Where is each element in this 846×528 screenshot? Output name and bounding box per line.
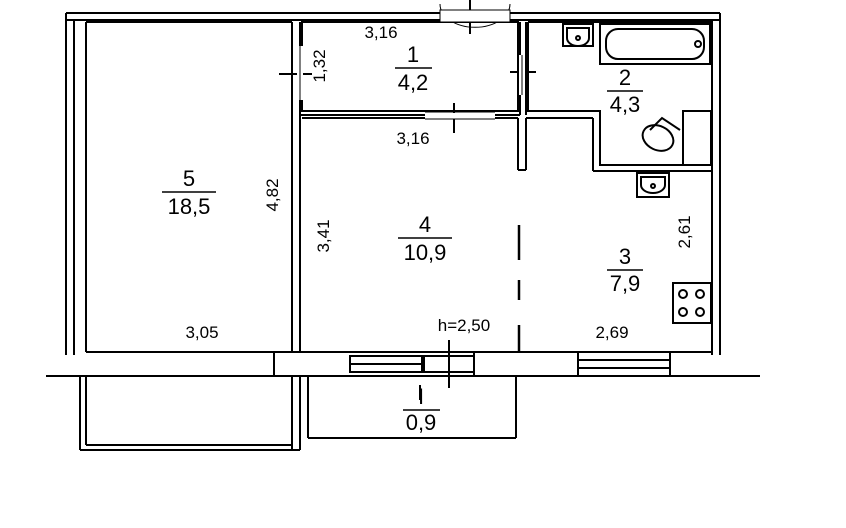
bathtub-icon bbox=[599, 23, 711, 65]
ceiling-height: h=2,50 bbox=[438, 316, 490, 335]
area-fraction-bars bbox=[162, 67, 643, 411]
room-4-number: 4 bbox=[419, 212, 431, 237]
balcony-area: 0,9 bbox=[406, 410, 437, 435]
room-2-number: 2 bbox=[619, 65, 631, 90]
room-2-area: 4,3 bbox=[610, 92, 641, 117]
balcony bbox=[79, 376, 517, 451]
partitions bbox=[302, 117, 527, 352]
dim-room4-depth: 3,41 bbox=[314, 219, 333, 252]
stove-icon bbox=[672, 282, 712, 324]
room-5-number: 5 bbox=[183, 166, 195, 191]
washbasin-icon bbox=[562, 23, 594, 47]
toilet-icon bbox=[641, 110, 712, 166]
room-1-area: 4,2 bbox=[398, 70, 429, 95]
windows bbox=[273, 340, 671, 388]
dim-hall-width-bottom: 3,16 bbox=[396, 129, 429, 148]
room-3-area: 7,9 bbox=[610, 271, 641, 296]
sink-icon bbox=[636, 172, 670, 198]
room-5-area: 18,5 bbox=[168, 194, 211, 219]
room-2-walls bbox=[526, 21, 713, 172]
door-marks bbox=[279, 0, 536, 133]
dim-kitchen-width: 2,69 bbox=[595, 323, 628, 342]
room-3-number: 3 bbox=[619, 244, 631, 269]
room-4-area: 10,9 bbox=[404, 240, 447, 265]
dim-room5-width: 3,05 bbox=[185, 323, 218, 342]
dim-kitchen-depth: 2,61 bbox=[675, 215, 694, 248]
dim-room5-depth: 4,82 bbox=[263, 178, 282, 211]
room-1-number: 1 bbox=[407, 42, 419, 67]
dim-hall-width-top: 3,16 bbox=[364, 23, 397, 42]
balcony-number: I bbox=[418, 384, 424, 409]
dim-hall-depth: 1,32 bbox=[310, 49, 329, 82]
